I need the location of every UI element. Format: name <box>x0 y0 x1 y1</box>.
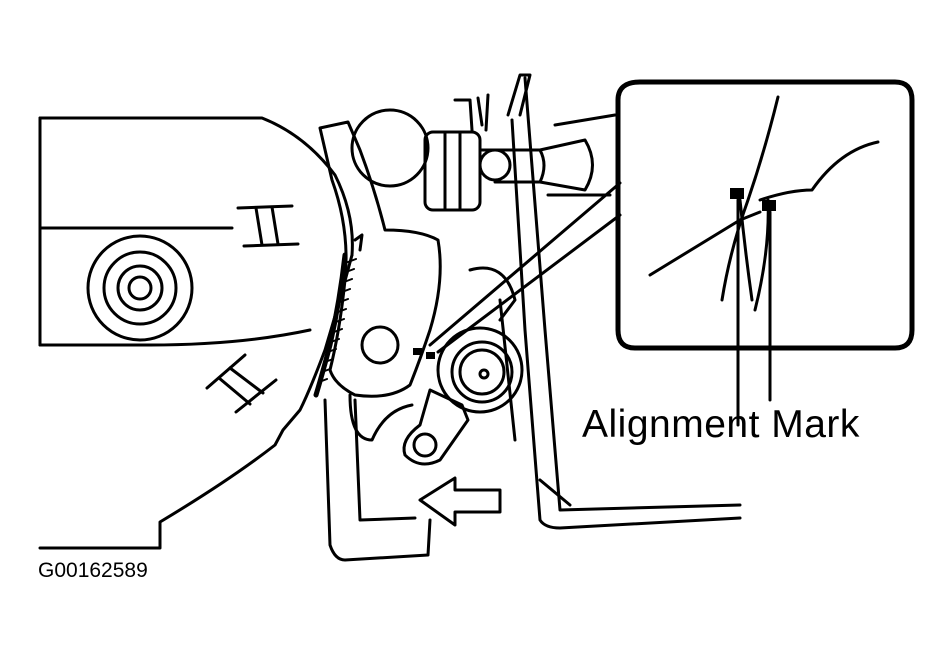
frame-rails <box>498 73 742 530</box>
toothed-sector <box>313 233 364 398</box>
callout-box <box>615 79 915 351</box>
upper-linkage <box>423 93 617 212</box>
spring-drum <box>436 266 524 414</box>
direction-arrow-icon <box>418 476 502 527</box>
roman-numeral-mark-upper <box>236 204 300 248</box>
alignment-mark-label: Alignment Mark <box>582 403 860 446</box>
alignment-mark-leaders <box>736 198 772 427</box>
plate-pivot-circles <box>86 234 194 342</box>
housing-plate <box>38 116 354 550</box>
alignment-marks-main <box>413 348 435 359</box>
lower-arm <box>323 388 470 562</box>
roman-numeral-mark-lower <box>205 353 278 414</box>
figure-id: G00162589 <box>38 559 148 582</box>
main-lever <box>318 108 442 442</box>
callout-pointer <box>428 181 622 354</box>
